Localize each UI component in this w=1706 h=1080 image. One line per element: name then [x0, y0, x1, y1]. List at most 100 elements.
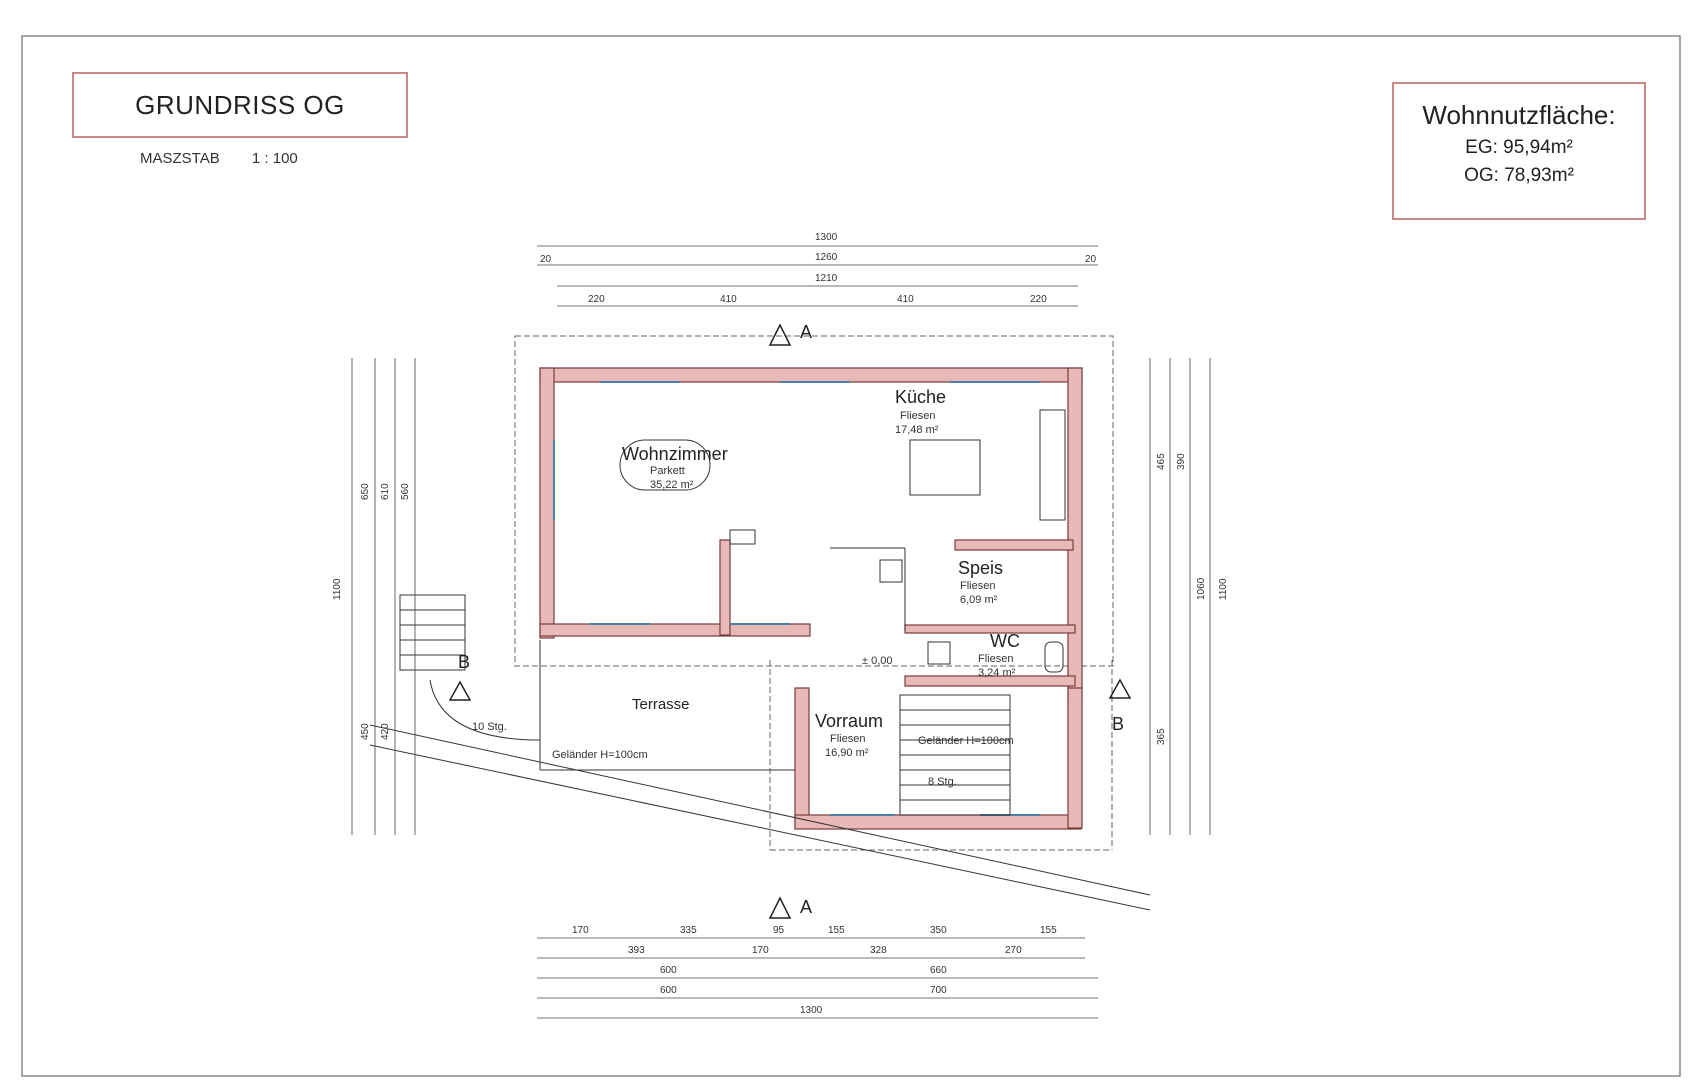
dim-bot-5: 350 [930, 925, 947, 936]
eg-outline [514, 335, 1114, 667]
section-b-left-label: B [458, 652, 470, 672]
dim-bot-r3-1: 600 [660, 965, 677, 976]
room-speis-name: Speis [958, 558, 1003, 578]
dim-left-b: 610 [380, 483, 391, 500]
walls [539, 367, 1083, 830]
area-heading: Wohnnutzfläche: [1422, 100, 1616, 130]
room-kueche-area: 17,48 m² [895, 424, 939, 436]
label-stairs-right: 8 Stg. [928, 776, 957, 788]
area-og: OG: 78,93m² [1464, 165, 1574, 186]
section-b-right-marker [1108, 678, 1132, 699]
dim-right-a: 1060 [1196, 577, 1207, 600]
room-wohnzimmer-name: Wohnzimmer [622, 444, 728, 464]
dim-bot-1: 170 [572, 925, 589, 936]
dim-top-right-edge: 20 [1085, 254, 1097, 265]
room-vorraum-floor: Fliesen [830, 733, 865, 745]
section-a-bottom-marker [768, 896, 792, 919]
dim-bot-r2-1: 393 [628, 945, 645, 956]
section-b-right-label: B [1112, 714, 1124, 734]
room-speis-area: 6,09 m² [960, 594, 998, 606]
room-wc-name: WC [990, 631, 1020, 651]
room-wohnzimmer-area: 35,22 m² [650, 479, 694, 491]
wc-sink [927, 641, 951, 665]
dim-left-a: 650 [360, 483, 371, 500]
dim-left-d: 450 [360, 723, 371, 740]
wall-vorraum-left [794, 687, 810, 829]
section-a-top-marker [768, 323, 792, 346]
fireplace [729, 529, 756, 545]
dim-bot-r3-2: 660 [930, 965, 947, 976]
label-stairs-left: 10 Stg. [472, 721, 507, 733]
wall-right [1067, 367, 1083, 699]
dim-left-total: 1100 [332, 578, 343, 600]
dim-top-c: 410 [897, 294, 914, 305]
dim-right-d: 365 [1156, 728, 1167, 745]
dim-bot-r4-2: 700 [930, 985, 947, 996]
dim-bot-r2-2: 170 [752, 945, 769, 956]
scale-note: MASZSTAB 1 : 100 [140, 150, 326, 167]
terrace [369, 640, 1151, 911]
section-a-top-label: A [800, 322, 812, 342]
scale-label: MASZSTAB [140, 150, 220, 167]
section-a-bottom-label: A [800, 897, 812, 917]
room-kueche-floor: Fliesen [900, 410, 935, 422]
dim-bot-2: 335 [680, 925, 697, 936]
wall-bottom-left [539, 623, 811, 637]
wall-living-kitchen [719, 539, 731, 636]
dimension-lines-bottom [537, 937, 1098, 1019]
dim-top-a: 220 [588, 294, 605, 305]
kitchen-counter [1039, 409, 1066, 521]
dining-table [619, 439, 711, 491]
kitchen-island [909, 439, 981, 496]
room-terrasse-name: Terrasse [632, 696, 690, 713]
dim-top-b: 410 [720, 294, 737, 305]
dim-bot-r2-4: 270 [1005, 945, 1022, 956]
label-level: ± 0,00 [862, 655, 893, 667]
dim-top-d: 220 [1030, 294, 1047, 305]
area-summary-box: Wohnnutzfläche: EG: 95,94m² OG: 78,93m² [1392, 82, 1646, 220]
dim-bot-3: 95 [773, 925, 785, 936]
furniture [619, 409, 1066, 673]
plan-title: GRUNDRISS OG [135, 89, 345, 120]
dim-left-e: 420 [380, 723, 391, 740]
dim-right-total: 1100 [1218, 578, 1229, 600]
dim-right-c: 390 [1176, 453, 1187, 470]
wall-vorraum-right [1067, 687, 1083, 829]
room-wc-area: 3,24 m² [978, 667, 1016, 679]
wc-toilet [1044, 641, 1064, 673]
dim-bot-6: 155 [1040, 925, 1057, 936]
sheet-frame [21, 35, 1681, 1077]
scale-value: 1 : 100 [251, 150, 298, 167]
room-wc-floor: Fliesen [978, 653, 1013, 665]
dim-top-total: 1300 [815, 232, 838, 243]
dimension-lines-sides [351, 358, 1211, 835]
plan-title-box: GRUNDRISS OG [72, 72, 408, 138]
room-wohnzimmer-floor: Parkett [650, 465, 685, 477]
room-vorraum-name: Vorraum [815, 711, 883, 731]
section-markers [448, 323, 1132, 919]
room-vorraum-area: 16,90 m² [825, 747, 869, 759]
wall-top [539, 367, 1083, 383]
dim-bot-total: 1300 [800, 1005, 823, 1016]
dim-right-b: 465 [1156, 453, 1167, 470]
dim-bot-r4-1: 600 [660, 985, 677, 996]
area-eg: EG: 95,94m² [1465, 137, 1573, 158]
stairs-right [899, 694, 1011, 816]
dim-left-c: 560 [400, 483, 411, 500]
dim-top-left-edge: 20 [540, 254, 552, 265]
dimension-lines-top [537, 245, 1098, 307]
room-kueche-name: Küche [895, 387, 946, 407]
wall-wc-bottom [904, 675, 1076, 687]
dim-bot-r2-3: 328 [870, 945, 887, 956]
wall-left [539, 367, 555, 639]
dim-top-inner2: 1210 [815, 273, 838, 284]
room-speis-floor: Fliesen [960, 580, 995, 592]
label-gelaender-stair: Geländer H=100cm [918, 735, 1014, 747]
dim-top-inner: 1260 [815, 252, 838, 263]
wall-kitchen-bottom [954, 539, 1074, 551]
stairs-left [399, 594, 541, 760]
section-b-left-marker [448, 680, 472, 701]
label-gelaender-terrasse: Geländer H=100cm [552, 749, 648, 761]
